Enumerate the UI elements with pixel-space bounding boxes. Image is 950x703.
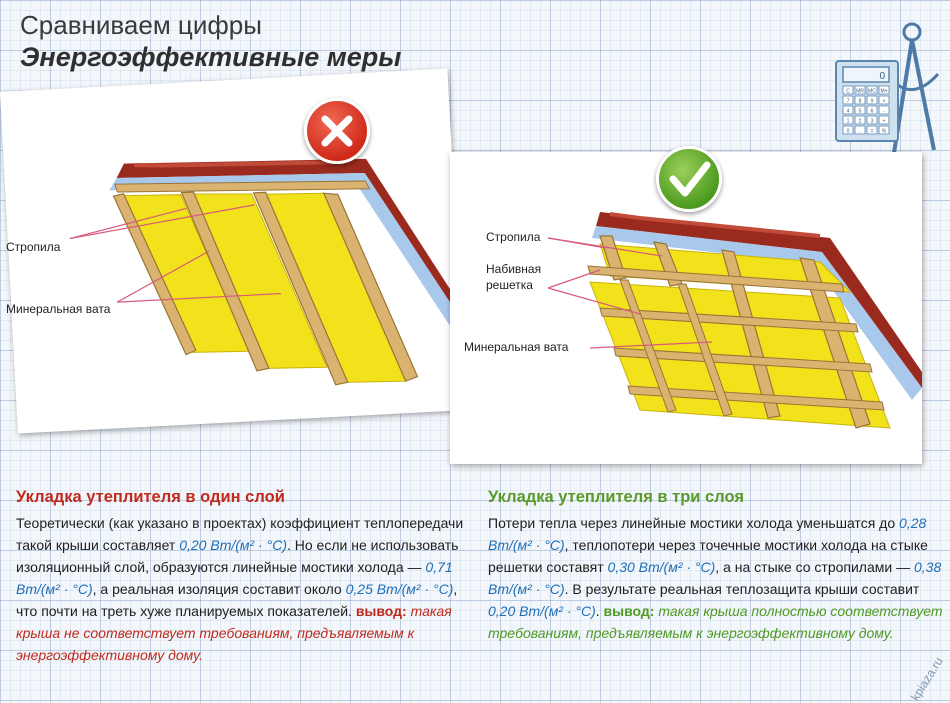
calculator-keypad: C MR MC M+ 7 8 9 × 4 5 6 - 1 2 3 +0. =%: [842, 85, 890, 135]
calculator-key-label: MC: [868, 89, 876, 95]
calculator-key: [854, 125, 866, 135]
right-label-rafters: Стропила: [486, 230, 541, 244]
calculator-key-label: 0: [847, 129, 850, 135]
calculator-key-label: 8: [859, 99, 862, 105]
page-supertitle: Сравниваем цифры: [20, 10, 262, 40]
value: 0,71 Вт/(м² · °С): [16, 559, 453, 597]
calculator-key-label: C: [846, 89, 850, 95]
calculator-key: [866, 85, 878, 95]
three-layer-section: Укладка утеплителя в три слоя Потери теп…: [488, 486, 943, 644]
calculator-key-label: 4: [847, 109, 850, 115]
calculator-key: [842, 105, 854, 115]
value: 0,20 Вт/(м² · °С): [488, 603, 596, 619]
conclusion-label: вывод:: [355, 603, 407, 619]
calculator-key: [878, 125, 890, 135]
value: 0,30 Вт/(м² · °С): [607, 559, 716, 575]
calculator-key-label: %: [882, 129, 887, 135]
calculator-key-label: 9: [871, 99, 874, 105]
right-label-wool: Минеральная вата: [464, 340, 569, 354]
right-label-batten-1: Набивная: [486, 262, 542, 276]
single-layer-section: Укладка утеплителя в один слой Теоретиче…: [16, 486, 466, 666]
calculator-key-label: +: [883, 119, 886, 125]
calculator-key: [878, 95, 890, 105]
calculator-key: [854, 105, 866, 115]
single-layer-illustration: [0, 68, 466, 434]
value: 0,25 Вт/(м² · °С): [345, 581, 454, 597]
calculator-key-label: 1: [847, 119, 850, 125]
calculator-key-label: MR: [856, 89, 864, 95]
single-layer-text: Теоретически (как указано в проектах) ко…: [16, 515, 464, 663]
three-layer-roof-drawing: [547, 212, 922, 429]
cross-icon: [304, 98, 370, 164]
calculator-key-label: 5: [859, 109, 862, 115]
calculator-icon: 0 C MR MC M+ 7 8 9 × 4 5 6 - 1 2 3 +0. =%: [835, 60, 899, 142]
calculator-key: [866, 125, 878, 135]
calculator-key-label: 3: [871, 119, 874, 125]
calculator-key: [878, 85, 890, 95]
calculator-key: [842, 85, 854, 95]
check-icon: [656, 146, 722, 212]
calculator-key: [878, 115, 890, 125]
value: 0,20 Вт/(м² · °С): [179, 537, 287, 553]
single-layer-roof-drawing: [69, 158, 461, 386]
left-label-rafters: Стропила: [6, 240, 61, 254]
calculator-screen: 0: [879, 71, 885, 82]
calculator-key-label: M+: [880, 89, 887, 95]
calculator-key-label: ×: [883, 99, 886, 105]
calculator-key-label: -: [883, 109, 885, 115]
calculator-key: [878, 105, 890, 115]
watermark: kpiaza.ru: [908, 654, 946, 703]
calculator-key-label: 6: [871, 109, 874, 115]
value: 0,28 Вт/(м² · °С): [488, 515, 927, 553]
calculator-key: [866, 115, 878, 125]
calculator-key-label: 2: [859, 119, 862, 125]
calculator-key: [842, 115, 854, 125]
calculator-key-label: =: [871, 129, 874, 135]
calculator-key: [866, 95, 878, 105]
calculator-key: [866, 105, 878, 115]
page-title: Энергоэффективные меры: [20, 42, 402, 72]
calculator-key-label: .: [859, 129, 860, 135]
calculator-key: [854, 85, 866, 95]
calculator-key-label: 7: [847, 99, 850, 105]
three-layer-title: Укладка утеплителя в три слоя: [488, 488, 744, 506]
conclusion-text: такая крыша не соответствует требованиям…: [16, 603, 452, 663]
value: 0,38 Вт/(м² · °С): [488, 559, 942, 597]
calculator-key: [854, 95, 866, 105]
calculator-key: [842, 95, 854, 105]
right-label-batten-2: решетка: [486, 278, 533, 292]
three-layer-text: Потери тепла через линейные мостики холо…: [488, 515, 943, 641]
conclusion-text: такая крыша полностью соответствует треб…: [488, 603, 943, 641]
left-label-wool: Минеральная вата: [6, 302, 111, 316]
conclusion-label: вывод:: [603, 603, 655, 619]
calculator-key: [854, 115, 866, 125]
single-layer-title: Укладка утеплителя в один слой: [16, 488, 285, 506]
calculator-key: [842, 125, 854, 135]
